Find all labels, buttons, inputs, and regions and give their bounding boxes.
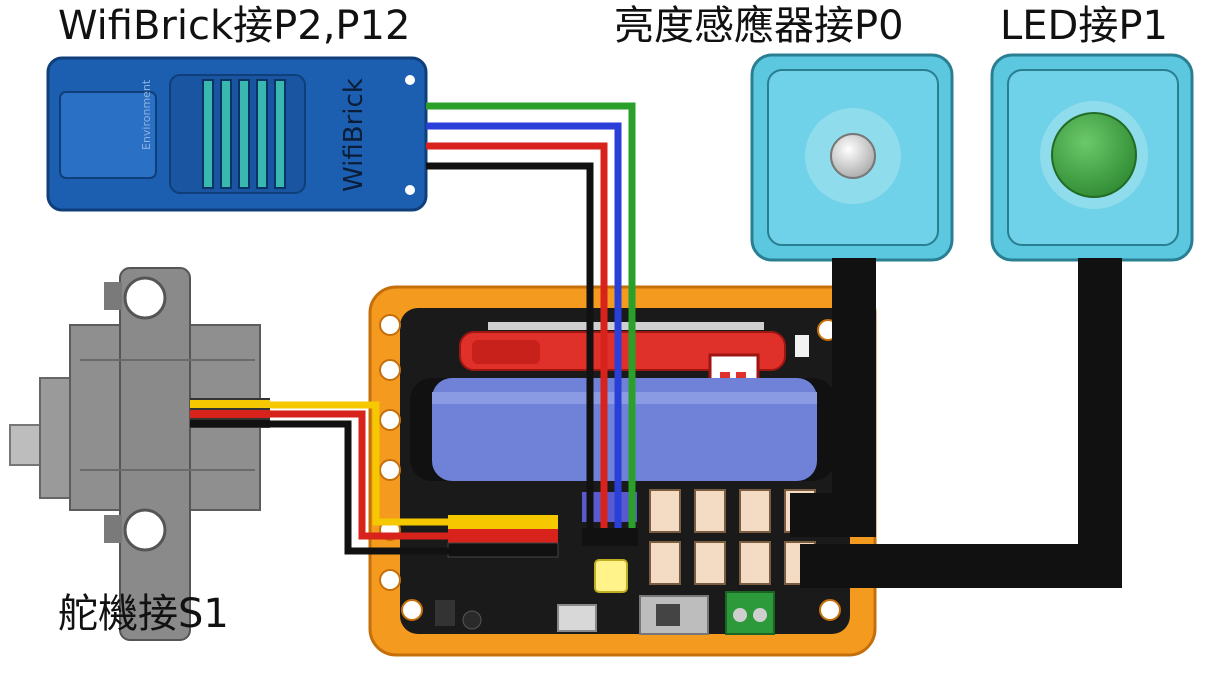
label-servo: 舵機接S1 — [58, 591, 229, 637]
wires — [270, 102, 1122, 588]
servo-wire-black — [270, 420, 450, 555]
wifibrick-side-text: Environment — [140, 79, 153, 150]
servo-wire-red — [270, 410, 450, 540]
label-wifibrick: WifiBrick接P2,P12 — [58, 3, 411, 49]
sensor-cable — [790, 258, 876, 537]
servo-motor — [9, 267, 270, 641]
wire-red — [426, 142, 608, 540]
label-led: LED接P1 — [1000, 3, 1168, 49]
servo-wire-yellow — [270, 401, 450, 526]
light-sensor-module — [750, 53, 954, 262]
wifibrick-module: Environment WifiBrick — [46, 56, 428, 212]
led-module — [990, 53, 1194, 262]
wire-black — [426, 162, 594, 540]
wire-blue — [426, 122, 622, 540]
led-cable — [800, 258, 1122, 588]
wifibrick-brand-text: WifiBrick — [339, 78, 369, 192]
wire-green — [426, 102, 636, 540]
controller-board — [368, 285, 877, 657]
label-light-sensor: 亮度感應器接P0 — [614, 3, 904, 49]
